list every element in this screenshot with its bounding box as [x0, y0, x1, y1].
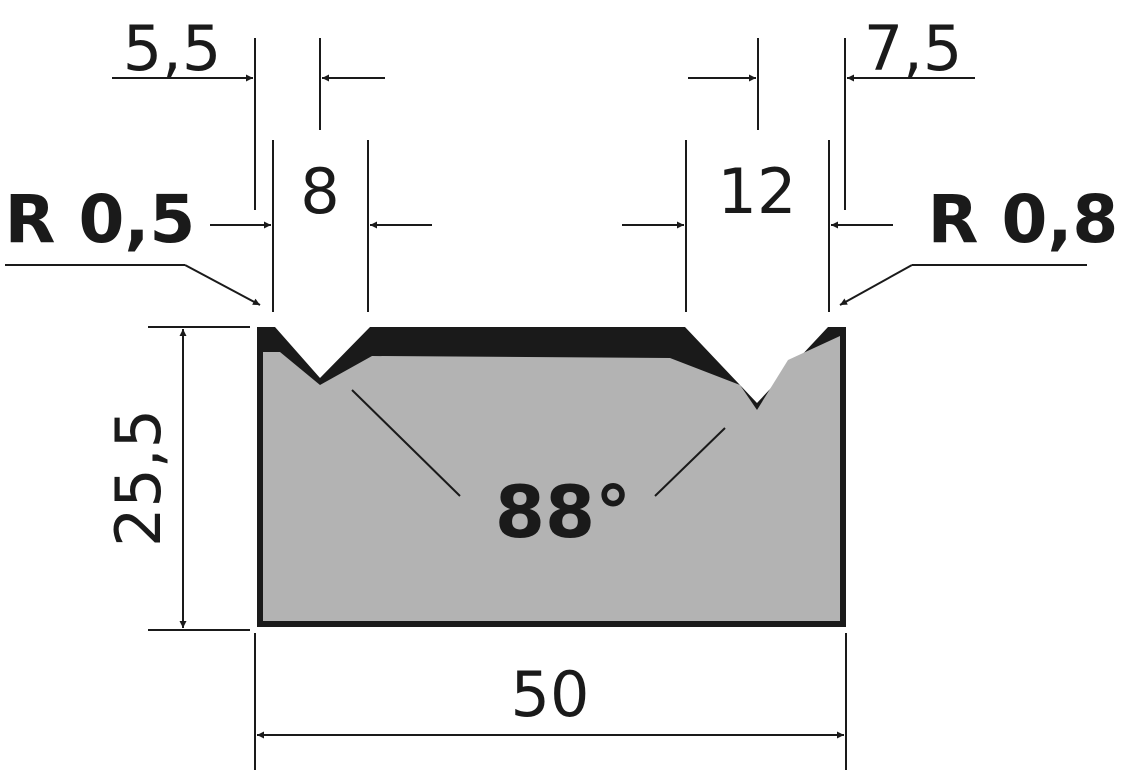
dim-top-right: [688, 38, 975, 210]
dim-top-right-label: 7,5: [864, 12, 963, 85]
radius-left-label: R 0,5: [5, 181, 196, 258]
radius-left-leader: [5, 264, 261, 306]
die-face: [263, 336, 840, 621]
dim-top-left: [112, 38, 385, 210]
angle-label: 88°: [495, 470, 631, 554]
dim-top-left-label: 5,5: [123, 12, 222, 85]
radius-right-label: R 0,8: [928, 181, 1119, 258]
dim-width-label: 50: [511, 658, 590, 731]
dim-height-label: 25,5: [102, 409, 175, 547]
dim-height: [148, 326, 250, 631]
dim-v-right: [622, 140, 893, 312]
dim-v-right-label: 12: [718, 155, 797, 228]
die-body: [257, 327, 846, 627]
dim-v-left-label: 8: [300, 155, 339, 228]
angle-lines: [351, 389, 726, 497]
dim-width: [254, 633, 847, 770]
dim-v-left: [210, 140, 432, 312]
radius-right-leader: [839, 264, 1087, 306]
